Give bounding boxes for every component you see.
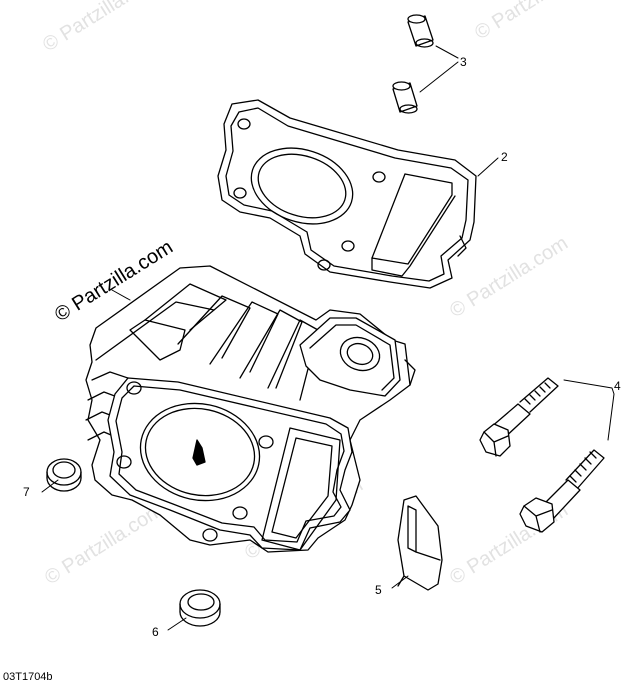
callout-3: 3	[460, 55, 467, 69]
watermark: © Partzilla.com	[41, 499, 167, 589]
bolt-lower	[519, 449, 605, 533]
callout-7: 7	[23, 485, 30, 499]
watermark: © Partzilla.com	[39, 0, 165, 56]
drawing-code: 03T1704b	[3, 671, 53, 683]
callout-6: 6	[152, 625, 159, 639]
callouts: 3 2 4 7 5 6	[23, 55, 621, 639]
callout-4: 4	[614, 379, 621, 393]
dowel-pin-lower	[392, 81, 418, 114]
dowel-pin-upper	[407, 14, 434, 48]
cam-chain-guide	[397, 495, 443, 591]
cylinder-gasket	[217, 99, 477, 289]
callout-2: 2	[501, 150, 508, 164]
watermark: © Partzilla.com	[471, 0, 597, 44]
cylinder-body	[85, 265, 416, 553]
callout-5: 5	[375, 583, 382, 597]
seal-ring	[46, 458, 82, 492]
leader-lines	[41, 45, 615, 631]
bolt-upper	[479, 377, 559, 457]
o-ring	[179, 589, 221, 627]
